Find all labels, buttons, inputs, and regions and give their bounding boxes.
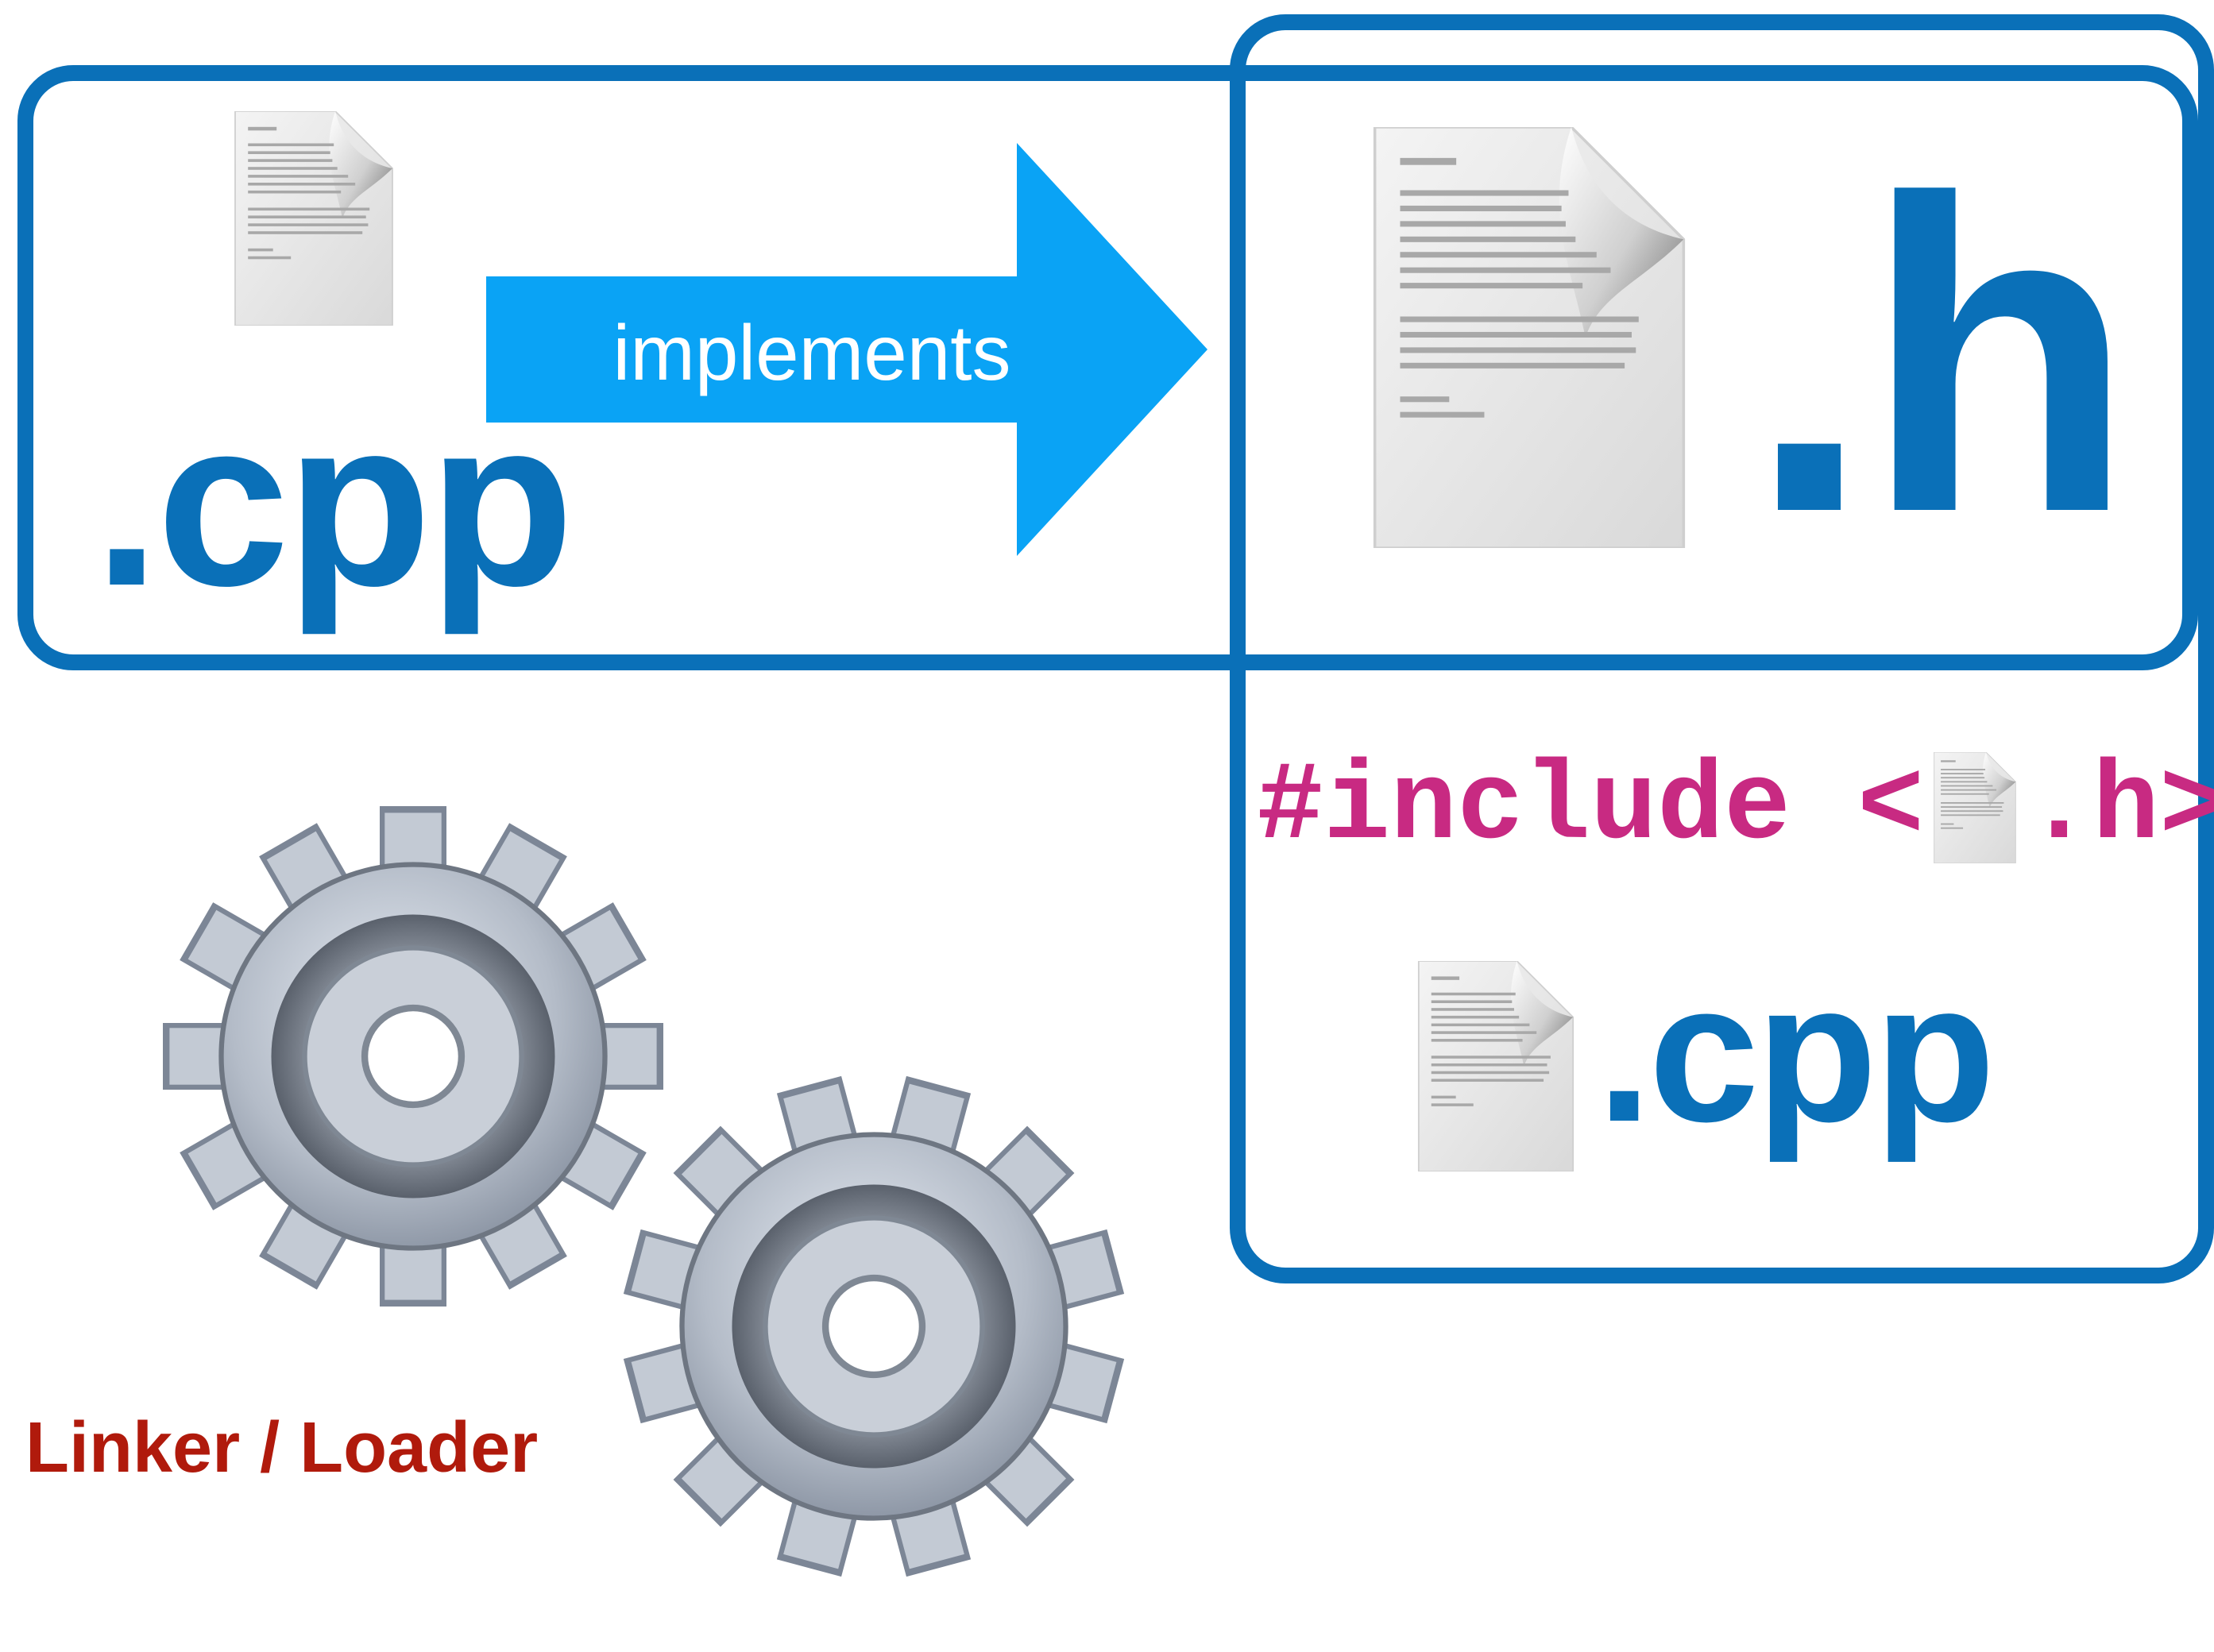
implementation-frame bbox=[17, 65, 2198, 670]
document-icon bbox=[1417, 961, 1575, 1171]
header-usage-frame bbox=[1230, 14, 2214, 1283]
document-icon bbox=[1373, 127, 1686, 548]
document-icon bbox=[234, 111, 393, 326]
include-prefix: #include < bbox=[1257, 744, 1925, 871]
arrow-icon bbox=[486, 143, 1207, 556]
document-icon bbox=[1934, 752, 2016, 863]
include-suffix: .h> bbox=[2026, 744, 2214, 871]
include-directive: #include < .h> bbox=[1257, 745, 2214, 871]
header-label: .h bbox=[1748, 107, 2135, 604]
linker-loader-label: Linker / Loader bbox=[25, 1408, 539, 1488]
implements-label: implements bbox=[612, 309, 1011, 396]
gears-illustration bbox=[79, 731, 1239, 1652]
cpp-client-label: .cpp bbox=[1597, 941, 1996, 1163]
gear-icon bbox=[163, 806, 663, 1307]
gear-icon bbox=[567, 1020, 1180, 1633]
